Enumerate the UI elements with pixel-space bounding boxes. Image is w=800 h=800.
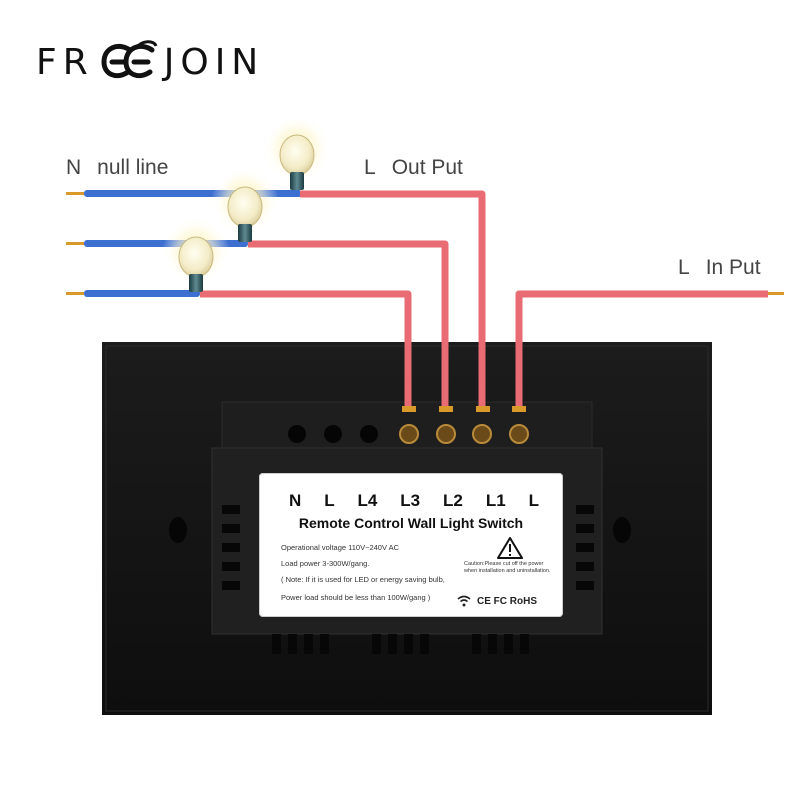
spec-note2: Power load should be less than 100W/gang… [281, 593, 431, 602]
input-text: In Put [705, 256, 761, 279]
spec-voltage: Operational voltage 110V~240V AC [281, 543, 400, 552]
input-label: L In Put [678, 256, 761, 280]
output-text: Out Put [391, 156, 463, 179]
terminal-n [288, 425, 306, 443]
spec-load: Load power 3-300W/gang. [281, 559, 370, 568]
warning-triangle-icon [497, 537, 523, 559]
light-bulb-icon [263, 118, 331, 190]
certification-marks: CE FC RoHS [457, 595, 537, 607]
copper-tip-input [768, 292, 784, 295]
terminal-label: L2 [443, 491, 463, 510]
terminal-label: L3 [400, 491, 421, 510]
terminal-l4 [360, 425, 378, 443]
spec-note: ( Note: If it is used for LED or energy … [281, 575, 445, 584]
null-line-letter: N [66, 156, 82, 179]
input-wire-l [515, 290, 768, 412]
terminal-labels: N L L4 L3 L2 L1 L [289, 491, 539, 511]
vent-slots [222, 505, 594, 654]
terminal-label: N [289, 491, 302, 510]
terminal-label: L1 [485, 491, 506, 510]
live-wires [200, 190, 768, 412]
terminal-l1 [472, 424, 492, 444]
mount-hole-left [169, 517, 187, 543]
copper-tip [66, 192, 84, 195]
terminal-l [324, 425, 342, 443]
spec-sticker: N L L4 L3 L2 L1 L Remote Control Wall Li… [259, 473, 563, 617]
brand-text-right: JOIN [163, 41, 265, 83]
terminal-l3 [399, 424, 419, 444]
mount-hole-right [613, 517, 631, 543]
wifi-icon [457, 595, 471, 607]
product-name: Remote Control Wall Light Switch [298, 515, 524, 531]
brand-text-left: FR [36, 41, 94, 83]
copper-tip [66, 242, 84, 245]
terminal-label: L [528, 491, 539, 510]
terminal-l2 [436, 424, 456, 444]
double-e-script-logo-icon [101, 40, 158, 79]
certification-text: CE FC RoHS [477, 595, 537, 607]
null-line-text: null line [97, 156, 169, 179]
light-bulb-icon [211, 170, 279, 242]
output-wire-l2 [248, 240, 449, 412]
null-wire-3 [84, 290, 200, 297]
caution-text: Caution:Please cut off the power when in… [464, 561, 551, 574]
input-letter: L [678, 256, 690, 279]
wire-ends-copper [402, 406, 526, 412]
terminal-label: L4 [357, 491, 378, 510]
copper-tip [66, 292, 84, 295]
output-label: L Out Put [364, 156, 463, 180]
output-wire-l3 [200, 290, 412, 412]
output-wire-l1 [300, 190, 486, 412]
terminal-l-input [509, 424, 529, 444]
light-bulb-icon [162, 220, 230, 292]
terminal-screws [288, 424, 529, 444]
output-letter: L [364, 156, 376, 179]
terminal-label: L [324, 491, 335, 510]
brand-logo: FR JOIN [36, 38, 264, 86]
